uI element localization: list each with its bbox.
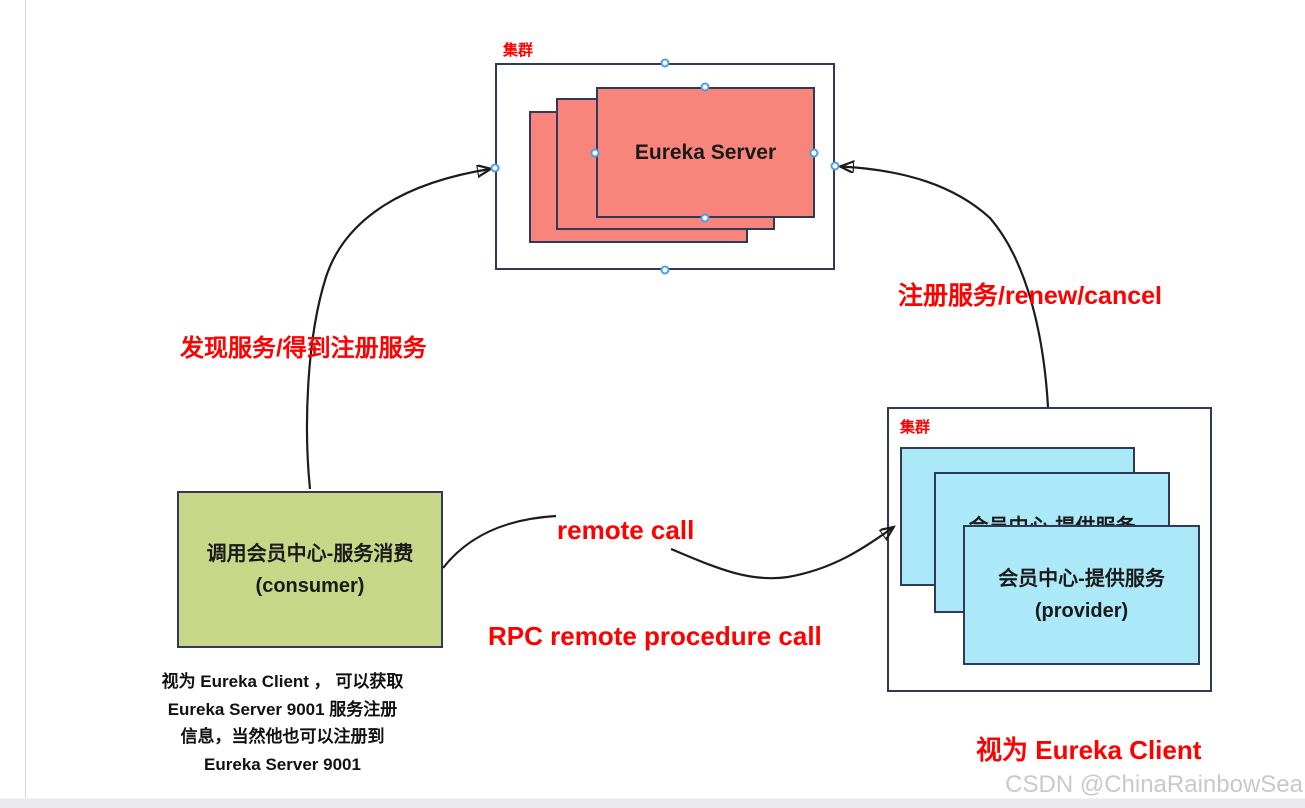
horizontal-scrollbar[interactable] [0,798,1305,808]
selection-handle-cluster-left[interactable] [490,163,500,173]
rpc-label: RPC remote procedure call [488,621,822,651]
consumer-box[interactable]: 调用会员中心-服务消费 (consumer) [177,491,443,648]
provider-box-front[interactable]: 会员中心-提供服务 (provider) [963,525,1200,665]
eureka-server-label: Eureka Server [634,140,777,164]
client-note-right-label: 视为 Eureka Client [976,735,1202,765]
selection-handle-server-top[interactable] [700,82,710,92]
register-service-label: 注册服务/renew/cancel [898,282,1162,310]
eureka-server-cluster-label: 集群 [503,42,534,59]
consumer-note-line1: 视为 Eureka Client ， 可以获取 [161,672,404,691]
provider-cluster-label: 集群 [900,419,931,436]
page-left-border [25,0,26,798]
consumer-note: 视为 Eureka Client ， 可以获取 Eureka Server 90… [110,668,455,778]
selection-handle-cluster-top[interactable] [660,58,670,68]
remote-call-label: remote call [557,515,695,545]
consumer-note-line3: 信息，当然他也可以注册到 [180,727,385,746]
selection-handle-cluster-bottom[interactable] [660,265,670,275]
csdn-watermark: CSDN @ChinaRainbowSea [1005,771,1303,798]
eureka-server-box-front[interactable]: Eureka Server [596,87,815,218]
consumer-label-line1: 调用会员中心-服务消费 [206,542,414,565]
selection-handle-cluster-right[interactable] [830,161,840,171]
discover-service-label: 发现服务/得到注册服务 [180,335,427,362]
selection-handle-server-bottom[interactable] [700,213,710,223]
consumer-note-line4: Eureka Server 9001 [204,754,361,774]
selection-handle-server-left[interactable] [590,148,600,158]
remote-call-curve-left [442,514,557,569]
consumer-label-line2: (consumer) [255,574,365,597]
provider-label-line1: 会员中心-提供服务 [998,568,1165,590]
provider-label-line2: (provider) [1034,600,1129,622]
consumer-note-line2: Eureka Server 9001 服务注册 [167,699,398,719]
remote-call-arrow [670,528,893,580]
selection-handle-server-right[interactable] [809,148,819,158]
